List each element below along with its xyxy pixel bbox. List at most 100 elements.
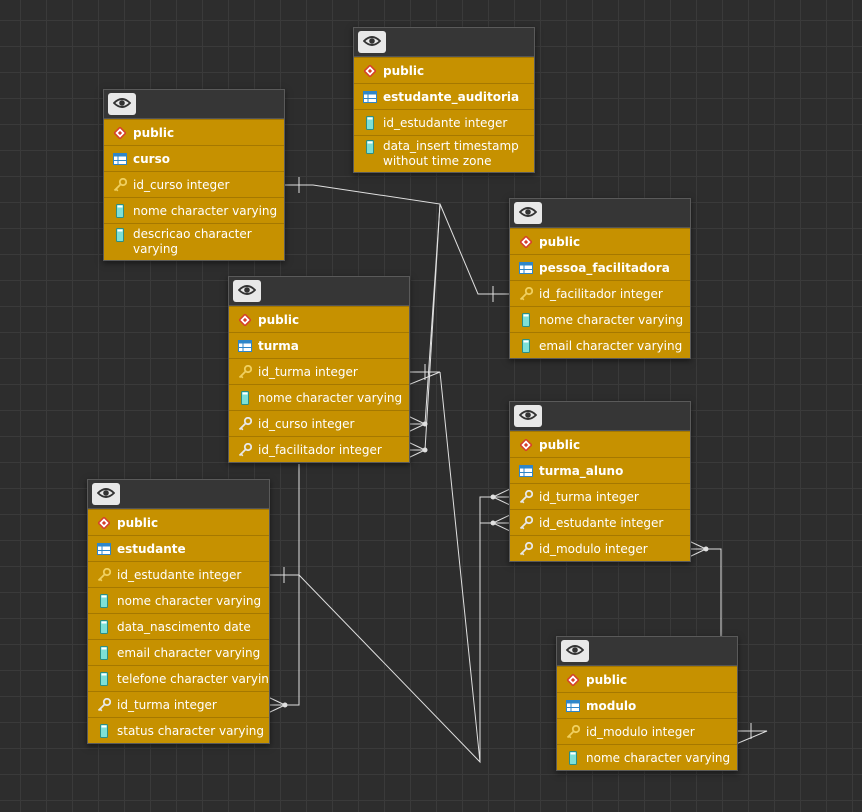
primary-key-icon [97, 567, 111, 582]
column-icon [363, 115, 377, 130]
table-icon [519, 261, 533, 275]
table-icon [113, 152, 127, 166]
column-row[interactable]: id_facilitador integer [229, 436, 409, 462]
column-row[interactable]: id_estudante integer [88, 561, 269, 587]
column-icon [113, 228, 127, 242]
column-row[interactable]: id_curso integer [229, 410, 409, 436]
column-row[interactable]: id_estudante integer [510, 509, 690, 535]
column-row[interactable]: descricao character varying [104, 223, 284, 260]
primary-key-icon [519, 286, 533, 301]
schema-icon [97, 516, 111, 530]
column-icon [97, 619, 111, 634]
visibility-toggle-button[interactable] [514, 405, 542, 427]
schema-icon [113, 126, 127, 140]
table-name-row[interactable]: turma_aluno [510, 457, 690, 483]
column-row[interactable]: nome character varying [88, 587, 269, 613]
eye-icon [514, 408, 542, 422]
table-header [104, 90, 284, 119]
column-icon [363, 140, 377, 154]
schema-row[interactable]: public [557, 666, 737, 692]
foreign-key-icon [519, 489, 533, 504]
column-icon [97, 671, 111, 686]
relationship-turma-aluno-modulo[interactable] [688, 540, 768, 745]
eye-icon [358, 34, 386, 48]
column-icon [97, 645, 111, 660]
schema-row[interactable]: public [104, 119, 284, 145]
column-icon [566, 750, 580, 765]
relationship-turma-aluno-turma[interactable] [439, 371, 511, 763]
table-icon [363, 90, 377, 104]
column-row[interactable]: nome character varying [557, 744, 737, 770]
table-name-row[interactable]: curso [104, 145, 284, 171]
column-row[interactable]: email character varying [510, 332, 690, 358]
column-row[interactable]: nome character varying [510, 306, 690, 332]
column-icon [238, 390, 252, 405]
table-name-row[interactable]: pessoa_facilitadora [510, 254, 690, 280]
eye-icon [92, 486, 120, 500]
column-row[interactable]: id_modulo integer [557, 718, 737, 744]
primary-key-icon [238, 364, 252, 379]
schema-row[interactable]: public [88, 509, 269, 535]
column-row[interactable]: id_curso integer [104, 171, 284, 197]
schema-row[interactable]: public [354, 57, 534, 83]
schema-row[interactable]: public [510, 431, 690, 457]
table-icon [519, 464, 533, 478]
schema-row[interactable]: public [229, 306, 409, 332]
visibility-toggle-button[interactable] [108, 93, 136, 115]
column-row[interactable]: nome character varying [104, 197, 284, 223]
column-row[interactable]: data_nascimento date [88, 613, 269, 639]
column-icon [519, 338, 533, 353]
table-name-row[interactable]: estudante_auditoria [354, 83, 534, 109]
foreign-key-icon [519, 541, 533, 556]
schema-row[interactable]: public [510, 228, 690, 254]
column-row[interactable]: email character varying [88, 639, 269, 665]
column-row[interactable]: id_facilitador integer [510, 280, 690, 306]
table-header [354, 28, 534, 57]
eye-icon [514, 205, 542, 219]
column-row[interactable]: id_turma integer [510, 483, 690, 509]
column-row[interactable]: id_estudante integer [354, 109, 534, 135]
schema-icon [363, 64, 377, 78]
table-header [557, 637, 737, 666]
column-row[interactable]: nome character varying [229, 384, 409, 410]
table-header [510, 199, 690, 228]
column-icon [519, 312, 533, 327]
eye-icon [108, 96, 136, 110]
relationship-turma-aluno-estudante[interactable] [268, 514, 511, 764]
eye-icon [561, 643, 589, 657]
table-name-row[interactable]: estudante [88, 535, 269, 561]
relationship-estudante-turma[interactable] [267, 364, 441, 714]
visibility-toggle-button[interactable] [92, 483, 120, 505]
foreign-key-icon [519, 515, 533, 530]
table-name-row[interactable]: turma [229, 332, 409, 358]
visibility-toggle-button[interactable] [358, 31, 386, 53]
eye-icon [233, 283, 261, 297]
column-row[interactable]: telefone character varying [88, 665, 269, 691]
visibility-toggle-button[interactable] [514, 202, 542, 224]
column-row[interactable]: data_insert timestamp without time zone [354, 135, 534, 172]
table-name-row[interactable]: modulo [557, 692, 737, 718]
table-icon [238, 339, 252, 353]
relationship-turma-pessoa-facilitadora[interactable] [407, 203, 510, 459]
schema-icon [519, 438, 533, 452]
foreign-key-icon [238, 416, 252, 431]
visibility-toggle-button[interactable] [561, 640, 589, 662]
table-header [229, 277, 409, 306]
foreign-key-icon [97, 697, 111, 712]
table-header [88, 480, 269, 509]
foreign-key-icon [238, 442, 252, 457]
column-row[interactable]: id_turma integer [229, 358, 409, 384]
visibility-toggle-button[interactable] [233, 280, 261, 302]
column-icon [97, 723, 111, 738]
column-row[interactable]: id_turma integer [88, 691, 269, 717]
column-row[interactable]: status character varying [88, 717, 269, 743]
column-row[interactable]: id_modulo integer [510, 535, 690, 561]
